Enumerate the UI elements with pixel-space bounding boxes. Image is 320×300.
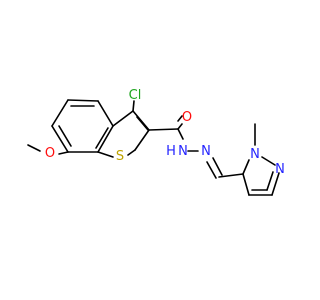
bond bbox=[112, 110, 134, 127]
bond bbox=[206, 161, 217, 179]
structure-diagram: Cl O O S N H N N N bbox=[27, 88, 285, 196]
bond bbox=[177, 115, 183, 122]
atom-n-pyrazole-methyl: N bbox=[250, 147, 260, 162]
bond bbox=[132, 100, 135, 112]
atom-o-carbonyl: O bbox=[182, 110, 192, 125]
bond bbox=[177, 128, 184, 140]
atom-o-methoxy: O bbox=[45, 146, 55, 161]
bond bbox=[67, 99, 99, 102]
bond-inner bbox=[95, 127, 109, 149]
bond bbox=[242, 159, 250, 175]
bonds bbox=[27, 99, 280, 196]
atom-n-hydrazide: N bbox=[178, 144, 188, 159]
bond bbox=[58, 151, 69, 155]
bond bbox=[134, 129, 150, 151]
bond-inner bbox=[58, 125, 72, 147]
bond bbox=[212, 157, 223, 176]
bond bbox=[27, 144, 41, 152]
atom-h-hydrazide: H bbox=[166, 144, 176, 159]
bond bbox=[97, 125, 114, 153]
atom-cl: Cl bbox=[129, 88, 142, 103]
bond-inner bbox=[136, 116, 149, 131]
bond bbox=[261, 156, 276, 166]
atom-n-pyrazole: N bbox=[275, 162, 285, 177]
bond bbox=[51, 125, 69, 153]
bond bbox=[242, 173, 250, 196]
bond-inner bbox=[266, 171, 274, 191]
bond bbox=[97, 100, 114, 127]
atom-n-imine: N bbox=[201, 144, 211, 159]
bond bbox=[51, 99, 69, 127]
bond bbox=[271, 172, 280, 196]
bond bbox=[97, 151, 114, 158]
bond bbox=[177, 123, 183, 130]
bond bbox=[148, 128, 179, 131]
bond bbox=[127, 149, 136, 156]
bond bbox=[218, 173, 244, 178]
atom-s: S bbox=[116, 149, 124, 164]
atom-labels: Cl O O S N H N N N bbox=[45, 88, 285, 177]
molecule-canvas: Cl O O S N H N N N bbox=[27, 88, 285, 196]
